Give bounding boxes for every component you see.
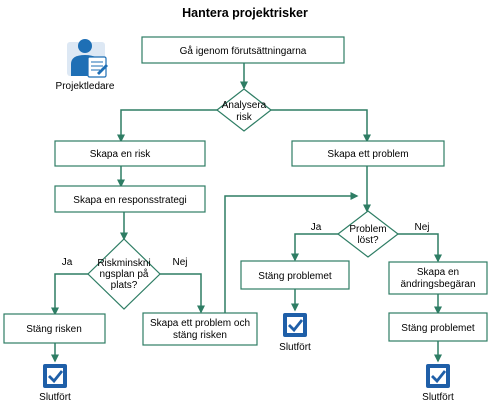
node-create-problem-label: Skapa ett problem (327, 149, 408, 160)
diagram-title: Hantera projektrisker (182, 6, 308, 20)
node-problem-and-close-risk (142, 312, 258, 346)
node-close-risk-label: Stäng risken (26, 324, 82, 335)
node-response-strategy (54, 185, 206, 213)
edge-loop-to-problem (224, 192, 359, 313)
decision-analyze (216, 88, 272, 132)
decision-solved-label-2: löst? (357, 235, 379, 246)
completed-check-icon (283, 313, 307, 337)
decision-analyze-label-1: Analysera (222, 100, 267, 111)
done-label-2: Slutfört (279, 342, 311, 353)
decision-analyze-label-2: risk (236, 112, 253, 123)
node-start-label: Gå igenom förutsättningarna (180, 45, 307, 57)
done-label-3: Slutfört (422, 392, 454, 403)
node-response-strategy-label: Skapa en responsstrategi (73, 195, 186, 206)
decision-mitigation-plan (87, 238, 161, 310)
node-close-problem-2 (388, 312, 488, 342)
label-solved-no: Nej (414, 222, 429, 233)
edge-analyze-to-problem (271, 109, 371, 143)
node-close-problem-2-label: Stäng problemet (401, 323, 475, 334)
node-close-risk (3, 313, 106, 344)
edge-plan-yes (51, 273, 88, 316)
completed-check-icon (426, 364, 450, 388)
node-create-risk-label: Skapa en risk (90, 149, 152, 160)
edge-analyze-to-risk (117, 109, 218, 143)
edge-solved-no (398, 233, 442, 263)
label-plan-no: Nej (172, 257, 187, 268)
decision-plan-label-2: ngsplan på (100, 268, 149, 280)
node-problem-close-risk-label-2: stäng risken (173, 330, 227, 341)
decision-plan-label-1: Riskminskni (97, 258, 150, 269)
node-problem-close-risk-label-1: Skapa ett problem och (150, 318, 250, 329)
node-close-problem-label: Stäng problemet (258, 271, 332, 282)
role-label: Projektledare (56, 81, 115, 92)
decision-plan-label-3: plats? (111, 280, 138, 291)
node-change-request-label-1: Skapa en (417, 267, 459, 278)
node-create-problem (291, 140, 445, 167)
project-manager-icon (67, 39, 108, 78)
done-label-1: Slutfört (39, 392, 71, 403)
decision-solved-label-1: Problem (349, 224, 386, 235)
node-create-risk (54, 140, 206, 167)
completed-check-icon (43, 364, 67, 388)
label-plan-yes: Ja (62, 257, 73, 268)
edge-plan-no (160, 273, 205, 314)
node-change-request (388, 261, 488, 295)
label-solved-yes: Ja (311, 222, 322, 233)
node-change-request-label-2: ändringsbegäran (400, 279, 475, 290)
decision-problem-solved (337, 210, 399, 258)
node-start (141, 36, 345, 64)
node-close-problem (240, 260, 350, 290)
edge-solved-yes (291, 233, 338, 262)
